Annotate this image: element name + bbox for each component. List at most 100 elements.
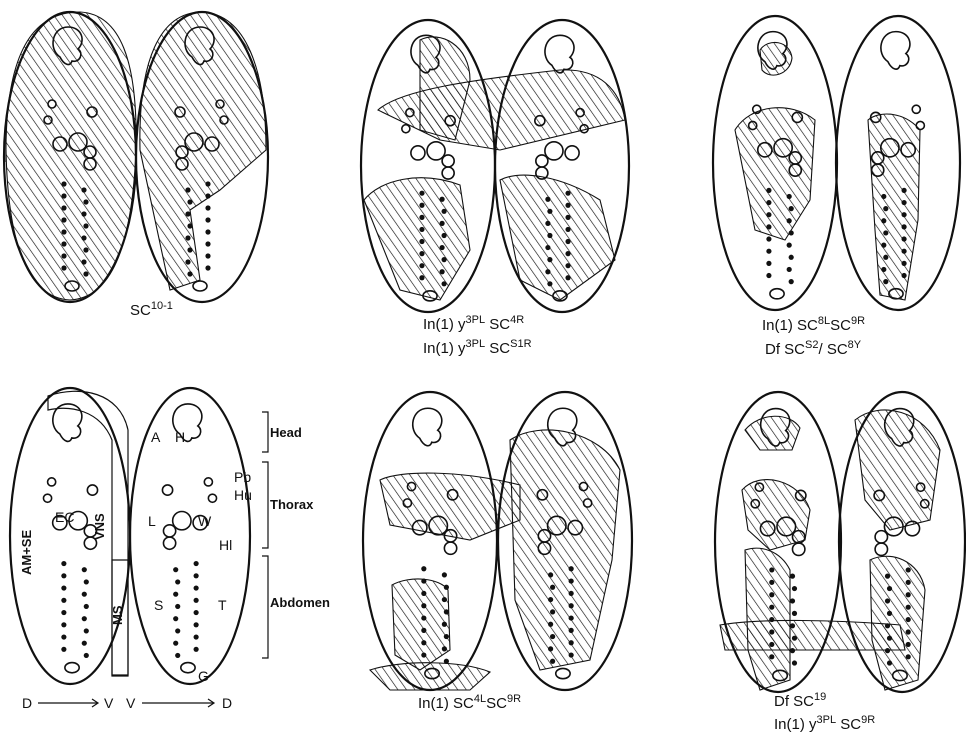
disc-ring [442,155,454,167]
histoblast-dot [545,197,550,202]
histoblast-dot [883,255,888,260]
hatched-region [500,175,615,300]
histoblast-dot [81,235,86,240]
histoblast-dot [565,191,570,196]
axis-left-start: D [22,695,32,711]
histoblast-dot [421,603,426,608]
histoblast-dot [766,273,771,278]
histoblast-dot [789,230,794,235]
hatched-region [378,70,625,150]
histoblast-dot [906,592,911,597]
head-disc-outline [545,35,574,72]
bracket-head [262,412,268,452]
label-s: S [154,597,163,613]
histoblast-dot [442,597,447,602]
histoblast-dot [901,212,906,217]
histoblast-dot [173,616,178,621]
histoblast-dot [83,247,88,252]
axis-left-end: V [104,695,114,711]
disc-ring [48,478,56,486]
histoblast-dot [82,567,87,572]
histoblast-dot [61,634,66,639]
histoblast-dot [419,263,424,268]
histoblast-dot [444,609,449,614]
histoblast-dot [885,574,890,579]
histoblast-dot [419,239,424,244]
hatched-region [735,108,815,240]
histoblast-dot [84,653,89,658]
histoblast-dot [61,585,66,590]
bracket-thorax [262,462,268,548]
caption-sc10-1: SC10-1 [130,302,173,319]
histoblast-dot [906,605,911,610]
histoblast-dot [901,200,906,205]
panel-df-sc19 [715,392,965,692]
histoblast-dot [173,592,178,597]
disc-ring [162,485,172,495]
histoblast-dot [766,224,771,229]
histoblast-dot [82,641,87,646]
histoblast-dot [205,217,210,222]
histoblast-dot [419,251,424,256]
histoblast-dot [789,206,794,211]
histoblast-dot [569,566,574,571]
label-l: L [148,513,156,529]
histoblast-dot [790,598,795,603]
histoblast-dot [194,585,199,590]
label-h: H [175,429,185,445]
disc-ring [204,478,212,486]
histoblast-dot [787,218,792,223]
histoblast-dot [61,573,66,578]
histoblast-dot [569,578,574,583]
histoblast-dot [84,579,89,584]
histoblast-dot [569,615,574,620]
histoblast-dot [82,616,87,621]
histoblast-dot [906,654,911,659]
disc-ring [411,146,425,160]
histoblast-dot [547,257,552,262]
histoblast-dot [61,253,66,258]
histoblast-dot [569,591,574,596]
histoblast-dot [441,281,446,286]
histoblast-dot [187,223,192,228]
histoblast-dot [419,275,424,280]
histoblast-dot [881,194,886,199]
histoblast-dot [545,221,550,226]
histoblast-dot [421,566,426,571]
histoblast-dot [205,241,210,246]
histoblast-dot [885,623,890,628]
label-hu: Hu [234,487,252,503]
disc-ring [208,494,216,502]
histoblast-dot [547,233,552,238]
histoblast-dot [565,263,570,268]
disc-ring [442,167,454,179]
histoblast-dot [769,567,774,572]
histoblast-dot [547,209,552,214]
histoblast-dot [885,648,890,653]
histoblast-dot [790,648,795,653]
label-g: G [198,668,209,684]
histoblast-dot [439,269,444,274]
label-t: T [218,597,227,613]
histoblast-dot [61,265,66,270]
histoblast-dot [789,279,794,284]
axis-right-arrow [142,699,214,707]
histoblast-dot [175,579,180,584]
histoblast-dot [419,191,424,196]
histoblast-dot [565,239,570,244]
histoblast-dot [901,236,906,241]
histoblast-dot [787,243,792,248]
label-w: W [198,513,212,529]
histoblast-dot [792,660,797,665]
label-hl: Hl [219,537,232,553]
histoblast-dot [82,592,87,597]
region-thorax: Thorax [270,497,314,512]
head-disc-outline [881,32,910,69]
label-pb: Pb [234,469,251,485]
histoblast-dot [906,567,911,572]
histoblast-dot [906,629,911,634]
histoblast-dot [906,617,911,622]
histoblast-dot [444,585,449,590]
histoblast-dot [61,647,66,652]
